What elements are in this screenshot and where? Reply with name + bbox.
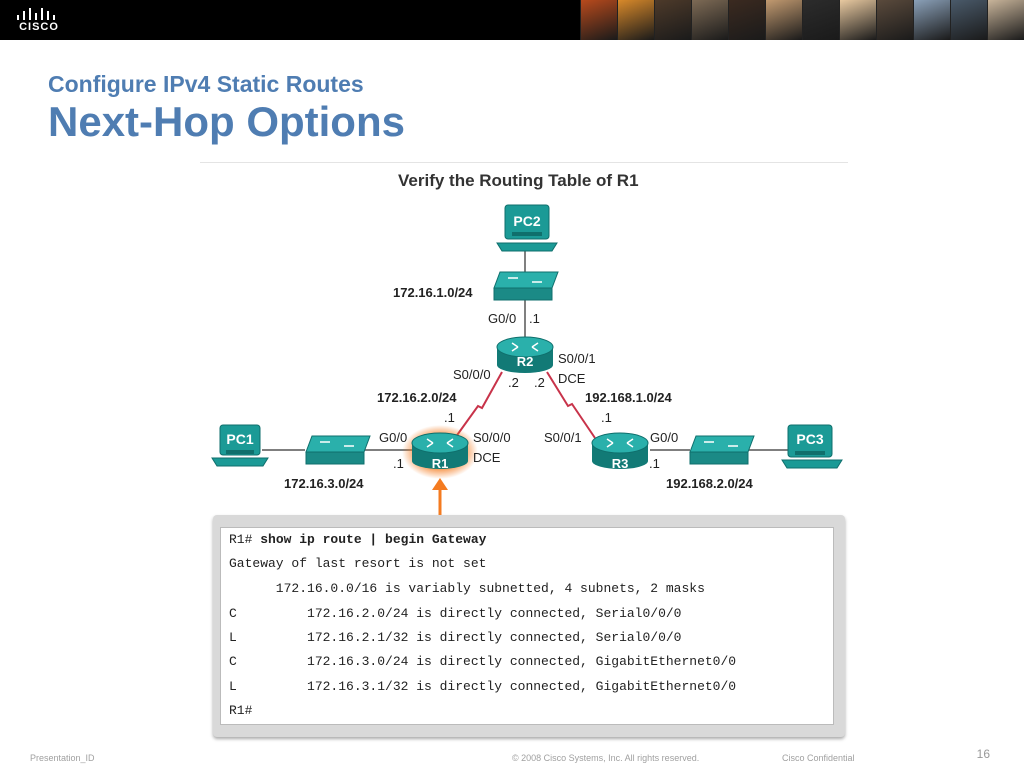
header-bar: CISCO bbox=[0, 0, 1024, 40]
header-photo bbox=[691, 0, 728, 40]
page-number: 16 bbox=[976, 747, 990, 761]
terminal-line: 172.16.0.0/16 is variably subnetted, 4 s… bbox=[229, 581, 705, 596]
slide-title: Next-Hop Options bbox=[48, 98, 405, 145]
header-photo bbox=[654, 0, 691, 40]
r3-g00-label: G0/0 bbox=[650, 430, 679, 445]
terminal-output: R1# show ip route | begin Gateway Gatewa… bbox=[220, 527, 834, 725]
confidential-label: Cisco Confidential bbox=[782, 753, 855, 763]
r3-s001-label: S0/0/1 bbox=[544, 430, 582, 445]
net-top-label: 172.16.1.0/24 bbox=[393, 285, 473, 300]
cisco-logo: CISCO bbox=[14, 7, 64, 33]
r1-serial-ip-label: .1 bbox=[444, 410, 455, 425]
header-photo bbox=[876, 0, 913, 40]
r2-g00-label: G0/0 bbox=[488, 311, 517, 326]
terminal-line: R1# bbox=[229, 703, 253, 718]
r3-g00-ip-label: .1 bbox=[649, 456, 660, 471]
header-photo bbox=[580, 0, 617, 40]
header-photo-strip bbox=[580, 0, 1024, 40]
slide-subtitle: Configure IPv4 Static Routes bbox=[48, 71, 364, 97]
pc1-label: PC1 bbox=[226, 431, 254, 447]
r2-s000-label: S0/0/0 bbox=[453, 367, 491, 382]
header-photo bbox=[802, 0, 839, 40]
r1-router-icon bbox=[402, 425, 478, 479]
r3-label: R3 bbox=[611, 456, 629, 471]
logo-text: CISCO bbox=[19, 21, 59, 33]
terminal-line: C 172.16.2.0/24 is directly connected, S… bbox=[229, 606, 682, 621]
switch-left-icon bbox=[305, 435, 371, 465]
terminal-line: Gateway of last resort is not set bbox=[229, 556, 487, 571]
r2-s001-label: S0/0/1 bbox=[558, 351, 596, 366]
pc3-computer-icon bbox=[781, 424, 843, 469]
pc1-computer-icon bbox=[211, 424, 269, 467]
net-left-serial-label: 172.16.2.0/24 bbox=[377, 390, 457, 405]
switch-top-icon bbox=[493, 271, 559, 301]
r1-s000-label: S0/0/0 bbox=[473, 430, 511, 445]
header-photo bbox=[987, 0, 1024, 40]
r2-right-ip-label: .2 bbox=[534, 375, 545, 390]
r1-g00-ip-label: .1 bbox=[393, 456, 404, 471]
r1-g00-label: G0/0 bbox=[379, 430, 408, 445]
terminal-line: C 172.16.3.0/24 is directly connected, G… bbox=[229, 654, 737, 669]
net-right-serial-label: 192.168.1.0/24 bbox=[585, 390, 672, 405]
r2-dce-label: DCE bbox=[558, 371, 586, 386]
serial-link-r1-r2 bbox=[454, 371, 503, 439]
r2-g00-ip-label: .1 bbox=[529, 311, 540, 326]
net-right-lan-label: 192.168.2.0/24 bbox=[666, 476, 753, 491]
header-photo bbox=[913, 0, 950, 40]
switch-right-icon bbox=[689, 435, 755, 465]
pc3-label: PC3 bbox=[796, 431, 824, 447]
divider bbox=[200, 162, 848, 163]
r2-router-icon bbox=[496, 336, 554, 373]
header-photo bbox=[765, 0, 802, 40]
header-photo bbox=[617, 0, 654, 40]
terminal-prompt: R1# bbox=[229, 532, 261, 547]
highlight-arrow-head bbox=[432, 478, 448, 490]
pc2-computer-icon bbox=[496, 204, 558, 252]
diagram-heading: Verify the Routing Table of R1 bbox=[398, 171, 639, 190]
r3-router-icon bbox=[591, 432, 649, 469]
terminal-line: L 172.16.3.1/32 is directly connected, G… bbox=[229, 679, 737, 694]
r3-serial-ip-label: .1 bbox=[601, 410, 612, 425]
header-photo bbox=[839, 0, 876, 40]
cisco-bars-icon bbox=[17, 8, 55, 20]
terminal-command-line: R1# show ip route | begin Gateway bbox=[229, 532, 486, 547]
r1-dce-label: DCE bbox=[473, 450, 501, 465]
terminal-command: show ip route | begin Gateway bbox=[260, 532, 487, 547]
r1-label: R1 bbox=[431, 456, 449, 471]
pc2-label: PC2 bbox=[513, 213, 541, 229]
serial-link-r2-r3 bbox=[546, 371, 596, 439]
net-left-lan-label: 172.16.3.0/24 bbox=[284, 476, 364, 491]
terminal-line: L 172.16.2.1/32 is directly connected, S… bbox=[229, 630, 682, 645]
presentation-id: Presentation_ID bbox=[30, 753, 95, 763]
r2-label: R2 bbox=[516, 354, 534, 369]
copyright: © 2008 Cisco Systems, Inc. All rights re… bbox=[512, 753, 700, 763]
r2-left-ip-label: .2 bbox=[508, 375, 519, 390]
header-photo bbox=[728, 0, 765, 40]
header-photo bbox=[950, 0, 987, 40]
